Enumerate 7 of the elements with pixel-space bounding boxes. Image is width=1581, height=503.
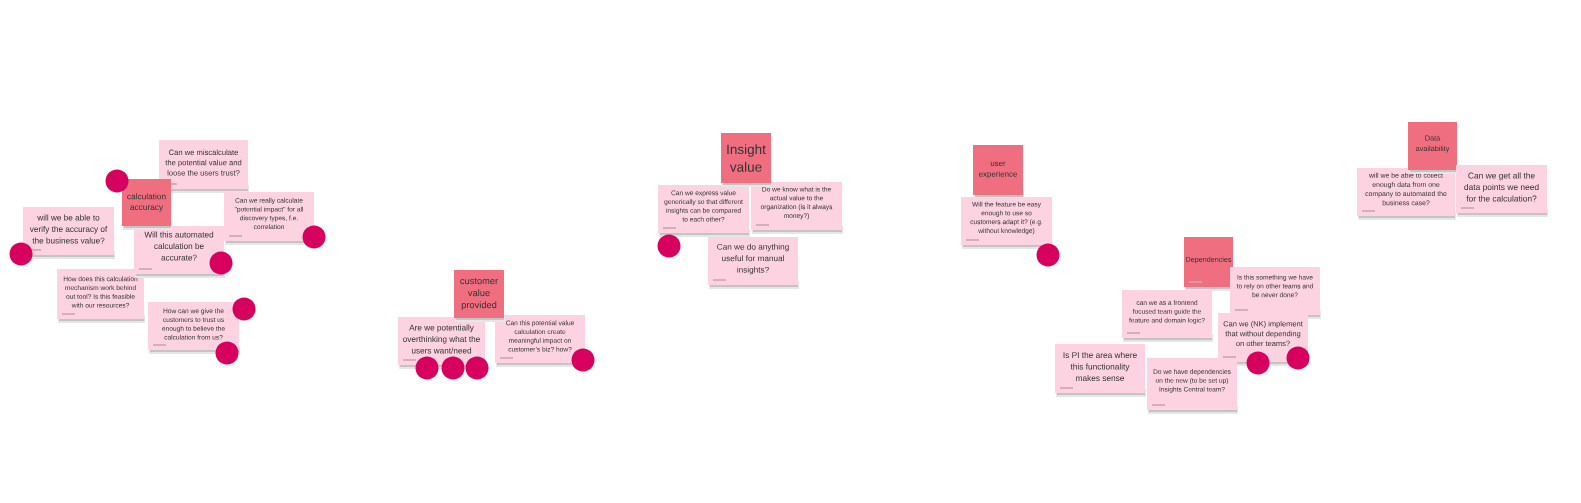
sticky-note: Can we do anything useful for manual insights? <box>708 237 799 289</box>
sticky-note: Can we get all the data points we need for the calculation? <box>1456 165 1548 217</box>
sticky-note: will we be able to verify the accuracy of the business value? <box>23 207 115 259</box>
sticky-note: customer value provided <box>454 270 505 322</box>
sticky-note: Is PI the area where this functionality makes sense <box>1055 344 1146 397</box>
sticky-note: Insight value <box>721 133 772 187</box>
sticky-note: calculation accuracy <box>122 179 172 230</box>
